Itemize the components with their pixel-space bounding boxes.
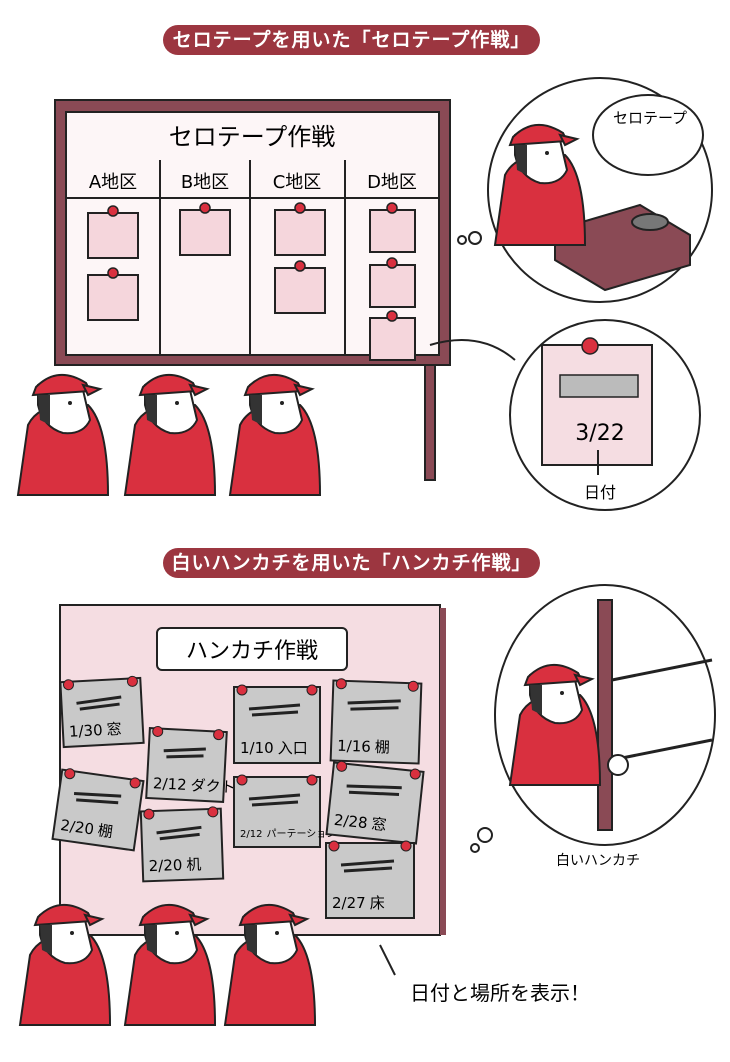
zoomed-note-label: 日付 (584, 483, 616, 502)
note-place: 机 (186, 855, 202, 874)
pin-icon (400, 840, 412, 852)
pin-icon (64, 768, 76, 780)
note-paper (139, 807, 225, 883)
note-paper (325, 842, 415, 919)
note-date: 2/27 (332, 894, 366, 912)
thought-bubble-tape: セロテープ (457, 77, 713, 303)
thought-bubble-handkerchief: 白いハンカチ (470, 584, 716, 869)
note-place: 棚 (97, 821, 114, 841)
tape-board: セロテープ作戦 A地区 B地区 C地区 D地区 (54, 99, 451, 481)
column-a: A地区 (89, 172, 137, 193)
note-place: 窓 (371, 815, 388, 834)
handkerchief-board-title: ハンカチ作戦 (186, 639, 318, 664)
note-text: 2/12 パーテーション (240, 828, 336, 840)
pin-icon (306, 774, 318, 786)
note-place: ダクト (190, 776, 236, 796)
pin-icon (129, 777, 141, 789)
note-date: 1/30 (68, 721, 103, 741)
note-scribble (73, 792, 122, 805)
note-date: 1/16 (337, 737, 371, 756)
note-place: 窓 (106, 720, 122, 739)
note-date: 2/12 (240, 829, 262, 840)
note-scribble (163, 747, 206, 759)
workers-group-1 (17, 373, 321, 496)
note-paper (59, 676, 145, 749)
bubble-handkerchief-label: 白いハンカチ (556, 853, 640, 869)
pin-icon (143, 808, 155, 820)
note-paper (145, 726, 228, 804)
note-date: 2/20 (59, 816, 95, 839)
column-b: B地区 (181, 172, 229, 193)
note-date: 2/28 (333, 811, 368, 832)
note-place: 床 (370, 894, 385, 912)
pin-icon (407, 680, 419, 692)
zoomed-note-date: 3/22 (575, 421, 624, 446)
note-scribble (347, 699, 401, 711)
pin-icon (236, 684, 248, 696)
pin-icon (152, 725, 164, 737)
note-place: パーテーション (266, 828, 336, 840)
pin-icon (207, 806, 219, 818)
pin-icon (213, 729, 225, 741)
pin-icon (236, 774, 248, 786)
bubble-tape-label: セロテープ (613, 109, 687, 127)
section1-banner: セロテープを用いた「セロテープ作戦」 (163, 25, 540, 55)
note-place: 棚 (375, 738, 391, 757)
workers-group-2 (19, 903, 316, 1026)
note-scribble (340, 859, 395, 873)
tape-board-title: セロテープ作戦 (169, 123, 336, 151)
pin-icon (328, 840, 340, 852)
caption-arrow (379, 944, 396, 976)
column-d: D地区 (367, 172, 417, 193)
pin-icon (335, 678, 347, 690)
note-scribble (248, 703, 301, 717)
note-place: 入口 (278, 739, 308, 757)
section2-banner: 白いハンカチを用いた「ハンカチ作戦」 (163, 548, 540, 578)
handkerchief-note: 2/12 パーテーション (233, 774, 336, 848)
pin-icon (336, 760, 348, 772)
note-date: 2/20 (148, 856, 182, 875)
note-paper (233, 776, 321, 848)
pin-icon (409, 768, 421, 780)
caption: 日付と場所を表示！ (410, 981, 590, 1005)
note-date: 2/12 (153, 774, 188, 794)
note-paper (233, 686, 321, 764)
note-date: 1/10 (240, 739, 274, 757)
pin-icon (126, 675, 138, 687)
note-scribble (156, 825, 202, 841)
pin-icon (306, 684, 318, 696)
handkerchief-note: 2/20棚 (51, 768, 145, 852)
note-text: 2/20棚 (59, 816, 114, 841)
column-c: C地区 (273, 172, 322, 193)
note-scribble (76, 695, 122, 711)
note-paper (51, 768, 145, 852)
note-scribble (248, 793, 301, 807)
note-paper (325, 761, 425, 845)
note-scribble (346, 784, 402, 796)
zoomed-note-circle: 3/22 日付 (429, 319, 701, 511)
pin-icon (62, 679, 74, 691)
